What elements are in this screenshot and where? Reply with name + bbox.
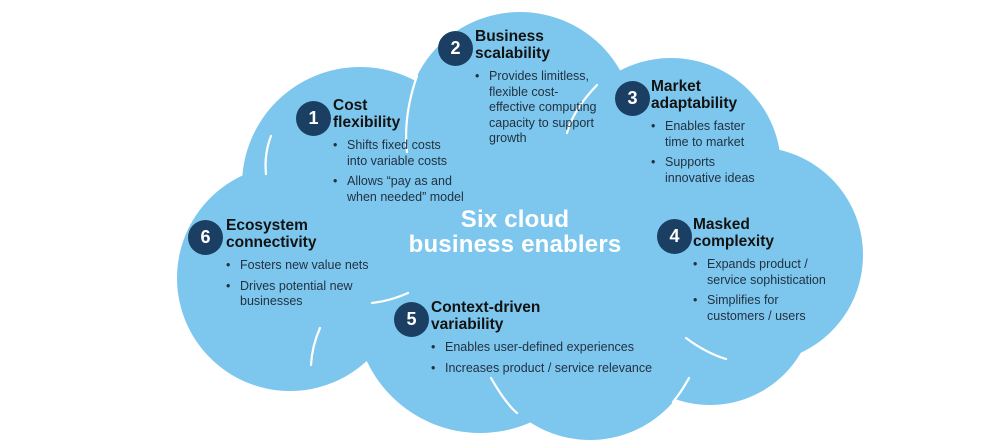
cloud-seam <box>309 326 322 367</box>
item-bullet: • Increases product / service relevance <box>431 361 652 377</box>
bullet-text: Enables user-defined experiences <box>445 340 635 354</box>
bullet-dot-icon: • <box>226 258 231 272</box>
cloud-bumps <box>177 12 863 440</box>
bullet-dot-icon: • <box>431 360 436 375</box>
cloud-seam <box>405 74 419 154</box>
item-number-badge: 3 <box>615 81 650 116</box>
bullet-dot-icon: • <box>333 174 338 188</box>
item-number-badge: 4 <box>657 219 692 254</box>
item-number-badge: 2 <box>438 31 473 66</box>
item-number-badge: 6 <box>188 220 223 255</box>
item-bullet: • Expands product / service sophisticati… <box>693 257 826 288</box>
bullet-dot-icon: • <box>651 119 656 133</box>
bullet-text: Drives potential new businesses <box>240 278 353 309</box>
item-bullet: • Fosters new value nets <box>226 258 369 274</box>
bullet-text: Supports innovative ideas <box>665 155 755 185</box>
bullet-dot-icon: • <box>651 155 656 169</box>
cloud-bump-right <box>647 147 863 363</box>
item-title: Market adaptability <box>651 78 738 112</box>
bullet-dot-icon: • <box>333 138 338 152</box>
item-bullet: • Enables faster time to market <box>651 119 755 150</box>
item-title: Ecosystem connectivity <box>226 217 317 251</box>
item-bullet: • Shifts fixed costs into variable costs <box>333 138 464 169</box>
bullet-text: Fosters new value nets <box>240 258 369 272</box>
cloud-seam <box>684 336 728 361</box>
bullet-text: Expands product / service sophistication <box>707 257 826 287</box>
bullet-text: Increases product / service relevance <box>445 360 653 375</box>
bullet-text: Provides limitless, flexible cost- effec… <box>489 69 597 145</box>
bullet-text: Simplifies for customers / users <box>707 293 806 323</box>
item-title: Context-driven variability <box>431 299 541 333</box>
cloud-seam <box>264 134 273 176</box>
item-bullet: • Simplifies for customers / users <box>693 293 826 324</box>
item-bullet: • Drives potential new businesses <box>226 279 369 310</box>
bullet-dot-icon: • <box>226 278 231 293</box>
bullet-dot-icon: • <box>475 69 480 83</box>
bullet-text: Allows “pay as and when needed” model <box>347 174 464 204</box>
item-number-badge: 1 <box>296 101 331 136</box>
item-bullet: • Allows “pay as and when needed” model <box>333 174 464 205</box>
item-title: Business scalability <box>475 28 550 62</box>
cloud-seam <box>565 83 599 135</box>
cloud-seam <box>671 376 691 404</box>
bullet-text: Enables faster time to market <box>665 119 745 149</box>
bullet-text: Shifts fixed costs into variable costs <box>347 138 448 168</box>
item-bullet: • Provides limitless, flexible cost- eff… <box>475 69 596 147</box>
cloud-seams <box>264 74 728 415</box>
bullet-dot-icon: • <box>431 340 436 354</box>
item-bullet: • Enables user-defined experiences <box>431 340 652 356</box>
bullet-dot-icon: • <box>693 293 698 307</box>
item-bullet: • Supports innovative ideas <box>651 155 755 186</box>
item-title: Masked complexity <box>693 216 774 250</box>
item-number-badge: 5 <box>394 302 429 337</box>
diagram-title: Six cloud business enablers <box>408 206 622 258</box>
item-title: Cost flexibility <box>333 97 401 131</box>
bullet-dot-icon: • <box>693 257 698 271</box>
cloud-seam <box>370 291 410 305</box>
cloud-seam <box>489 376 519 415</box>
